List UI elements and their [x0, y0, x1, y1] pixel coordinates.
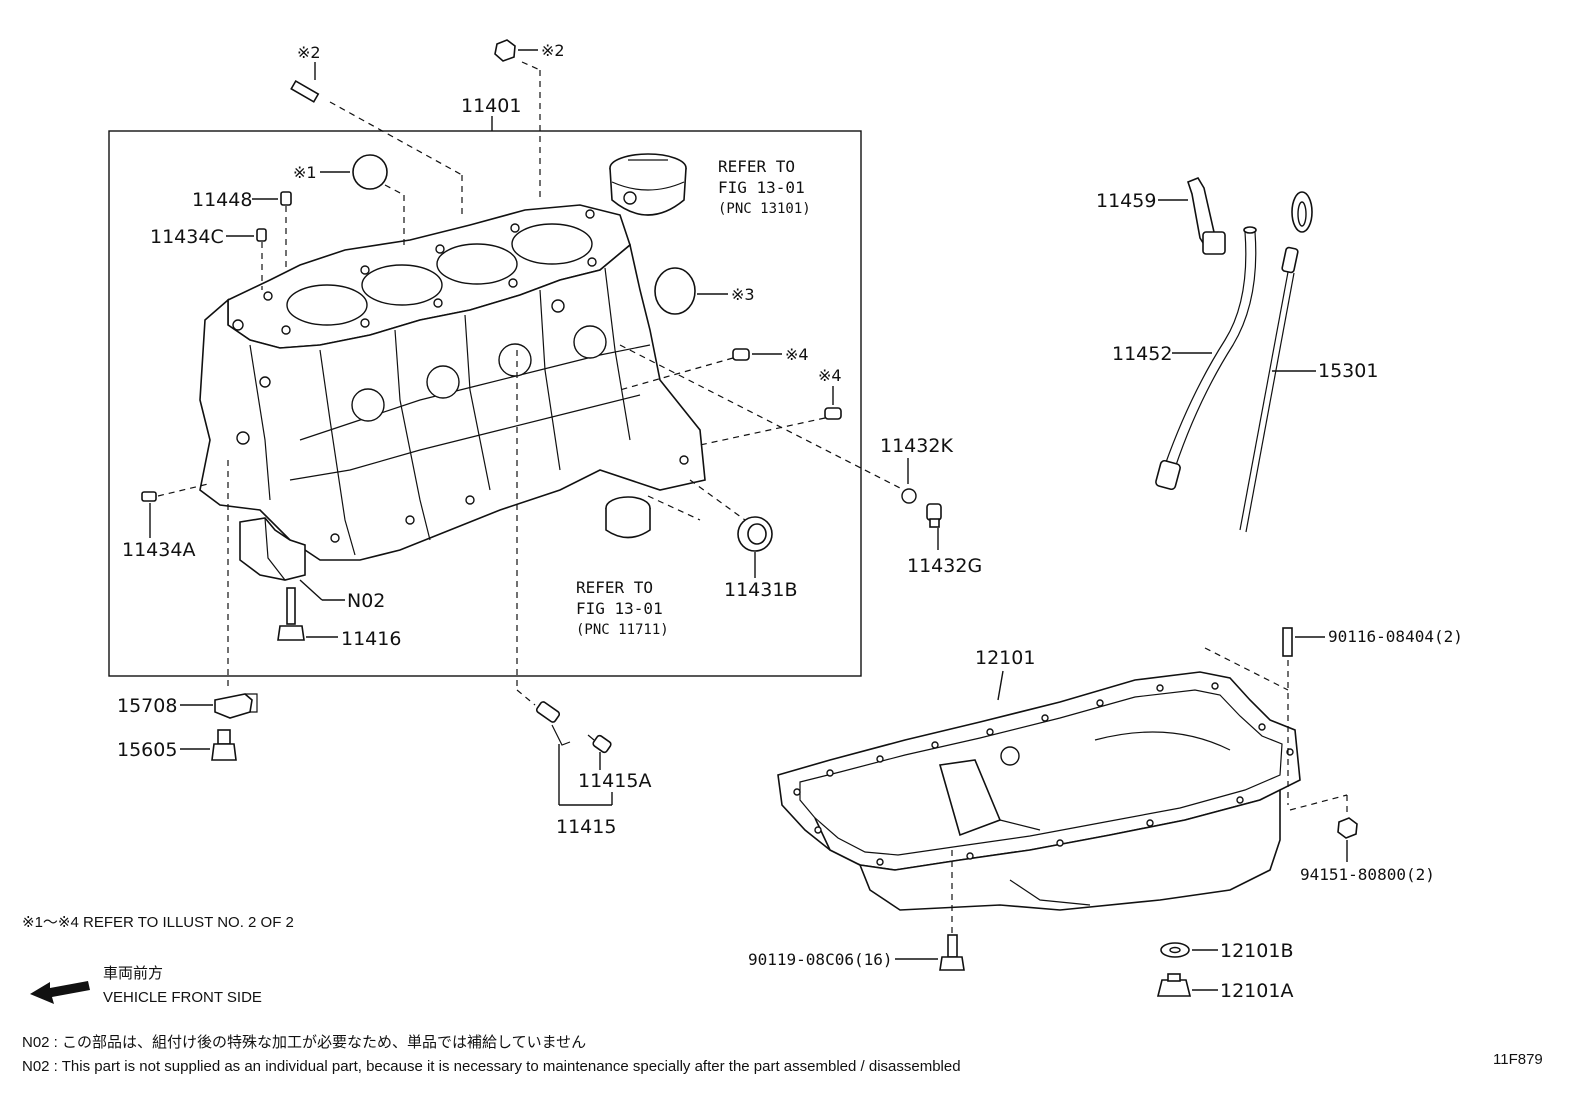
bolt-90119-icon[interactable] [939, 934, 965, 971]
gasket-11432K-icon[interactable] [901, 488, 917, 504]
label-11448[interactable]: 11448 [192, 189, 252, 211]
label-15605[interactable]: 15605 [117, 739, 177, 761]
pin-11434C-icon[interactable] [256, 228, 267, 242]
vehicle-front-arrow-icon [30, 981, 90, 1004]
oil-seal-11431B-icon[interactable] [737, 516, 773, 552]
bolt-11416-icon[interactable] [277, 587, 305, 641]
pin-star4b-icon[interactable] [824, 407, 842, 420]
refer-illust-note: ※1～※4 REFER TO ILLUST NO. 2 OF 2 [22, 914, 294, 931]
dipstick-guide-11452-icon[interactable] [1155, 226, 1257, 491]
label-11459[interactable]: 11459 [1096, 190, 1156, 212]
main-bearing-icon[interactable] [605, 496, 651, 539]
label-11415[interactable]: 11415 [556, 816, 616, 838]
label-star4a[interactable]: ※4 [785, 345, 809, 364]
label-star2-stud[interactable]: ※2 [297, 43, 321, 62]
n02-note-jp: N02 : この部品は、組付け後の特殊な加工が必要なため、単品では補給していませ… [22, 1034, 586, 1051]
label-12101B[interactable]: 12101B [1220, 940, 1293, 962]
n02-note-en: N02 : This part is not supplied as an in… [22, 1058, 961, 1075]
label-15708[interactable]: 15708 [117, 695, 177, 717]
label-star1[interactable]: ※1 [293, 163, 317, 182]
label-90119[interactable]: 90119-08C06(16) [748, 950, 893, 969]
label-star2-nut[interactable]: ※2 [541, 41, 565, 60]
vehicle-front-jp: 車両前方 [103, 965, 163, 982]
dipstick-15301-icon[interactable] [1239, 191, 1313, 533]
plug-star3-icon[interactable] [654, 267, 696, 315]
label-11434A[interactable]: 11434A [122, 539, 195, 561]
stud-90116-icon[interactable] [1282, 627, 1293, 657]
bearing-cap-n02-icon[interactable] [239, 517, 306, 581]
stud-bolt-icon[interactable] [290, 79, 320, 103]
block-assembly-frame [108, 130, 862, 677]
drain-plug-12101A-icon[interactable] [1156, 973, 1192, 997]
pin-star4a-icon[interactable] [732, 348, 750, 361]
figure-id: 11F879 [1493, 1051, 1543, 1068]
label-11434C[interactable]: 11434C [150, 226, 224, 248]
label-star4b[interactable]: ※4 [818, 366, 842, 385]
nut-icon[interactable] [494, 39, 516, 62]
bearing-ref-line3: (PNC 11711) [576, 622, 669, 638]
label-12101[interactable]: 12101 [975, 647, 1035, 669]
plug-bolt-11432G-icon[interactable] [926, 503, 942, 528]
expansion-plug-icon[interactable] [352, 154, 388, 190]
nut-94151-icon[interactable] [1337, 817, 1358, 839]
label-11401[interactable]: 11401 [461, 95, 521, 117]
dipstick-bracket-11459-icon[interactable] [1187, 177, 1226, 255]
label-star3[interactable]: ※3 [731, 285, 755, 304]
pin-11434A-icon[interactable] [141, 491, 157, 502]
label-11432K[interactable]: 11432K [880, 435, 953, 457]
bearing-ref-line2: FIG 13-01 [576, 599, 663, 618]
label-94151[interactable]: 94151-80800(2) [1300, 865, 1435, 884]
check-valve-11415A-icon[interactable] [587, 734, 612, 754]
label-11452[interactable]: 11452 [1112, 343, 1172, 365]
label-11416[interactable]: 11416 [341, 628, 401, 650]
piston-reference-icon[interactable] [609, 153, 687, 216]
label-11415A[interactable]: 11415A [578, 770, 651, 792]
label-15301[interactable]: 15301 [1318, 360, 1378, 382]
sensor-bracket-15708-icon[interactable] [214, 693, 258, 719]
piston-ref-line3: (PNC 13101) [718, 201, 811, 217]
label-90116[interactable]: 90116-08404(2) [1328, 627, 1463, 646]
bearing-ref-line1: REFER TO [576, 578, 653, 597]
vehicle-front-en: VEHICLE FRONT SIDE [103, 989, 262, 1006]
label-N02[interactable]: N02 [347, 590, 385, 612]
label-12101A[interactable]: 12101A [1220, 980, 1293, 1002]
label-11432G[interactable]: 11432G [907, 555, 982, 577]
oil-pan-12101[interactable] [777, 671, 1301, 911]
dowel-pin-11448-icon[interactable] [280, 191, 292, 206]
oil-jet-11415-icon[interactable] [535, 701, 571, 746]
label-11431B[interactable]: 11431B [724, 579, 797, 601]
plug-15605-icon[interactable] [211, 729, 237, 761]
piston-ref-line1: REFER TO [718, 157, 795, 176]
cylinder-block[interactable] [199, 204, 706, 561]
piston-ref-line2: FIG 13-01 [718, 178, 805, 197]
